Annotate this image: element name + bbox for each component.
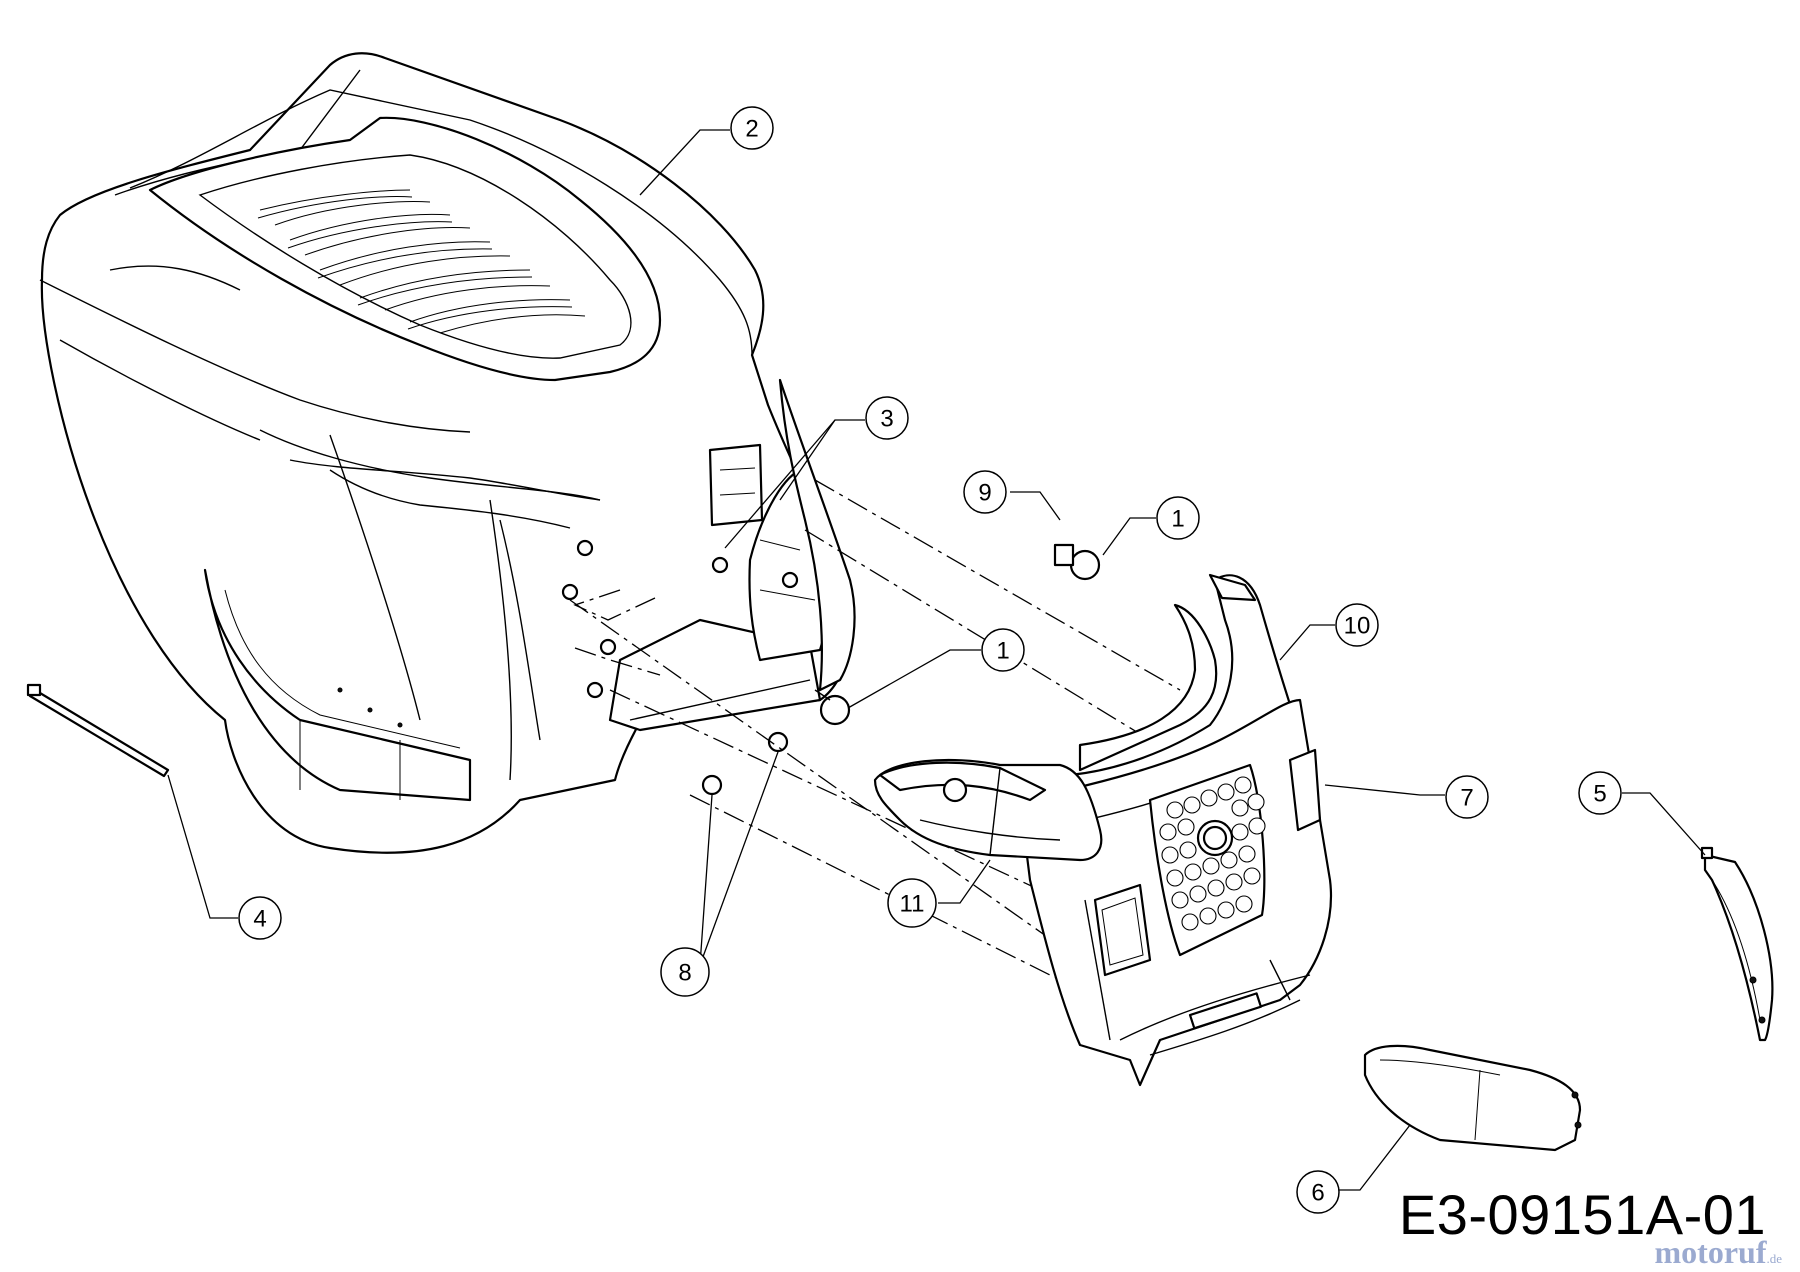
watermark-text: motoruf <box>1654 1234 1767 1270</box>
callout-5-label: 5 <box>1593 781 1606 808</box>
callout-10-label: 10 <box>1344 613 1371 640</box>
callout-1-upper: 1 <box>1156 496 1200 540</box>
callout-1-lower: 1 <box>981 628 1025 672</box>
watermark: motoruf.de <box>1655 1234 1783 1271</box>
watermark-suffix: .de <box>1766 1251 1782 1266</box>
callout-3-label: 3 <box>880 406 893 433</box>
callout-1-upper-label: 1 <box>1171 506 1184 533</box>
callout-2: 2 <box>730 106 774 150</box>
callout-11-label: 11 <box>900 891 925 918</box>
callout-6-label: 6 <box>1311 1180 1324 1207</box>
fasteners <box>561 539 1101 796</box>
grille-assembly <box>873 573 1332 1087</box>
callout-4: 4 <box>238 896 282 940</box>
callout-3: 3 <box>865 396 909 440</box>
drawing-code: E3-09151A-01 <box>1398 1183 1766 1246</box>
callout-9: 9 <box>963 470 1007 514</box>
callout-9-label: 9 <box>978 480 991 507</box>
callout-8: 8 <box>660 947 710 997</box>
callout-4-label: 4 <box>253 906 266 933</box>
callout-11: 11 <box>887 878 937 928</box>
cable-tie-part <box>26 683 170 778</box>
callout-8-label: 8 <box>678 960 691 987</box>
callout-6: 6 <box>1296 1170 1340 1214</box>
callout-7-label: 7 <box>1460 785 1473 812</box>
callout-2-label: 2 <box>745 116 758 143</box>
grille-mesh <box>1159 776 1266 931</box>
callout-10: 10 <box>1335 603 1379 647</box>
callout-5: 5 <box>1578 771 1622 815</box>
callout-7: 7 <box>1445 775 1489 819</box>
callout-1-lower-label: 1 <box>996 638 1009 665</box>
lens-lower-part <box>1363 1044 1582 1152</box>
lens-right-part <box>1700 846 1774 1042</box>
hood-part <box>39 52 856 854</box>
